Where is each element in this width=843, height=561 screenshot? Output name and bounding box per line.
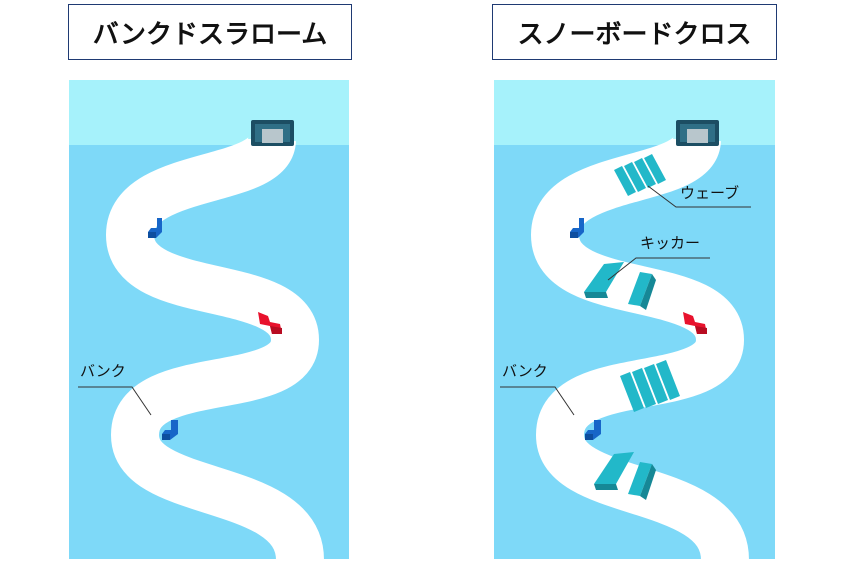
red-gate-icon [683,312,707,334]
blue-gate-icon [148,218,162,238]
title-banked-slalom: バンクドスラローム [68,4,352,60]
blue-gate-icon [570,218,584,238]
start-gate-icon [676,120,719,146]
wave-label: ウェーブ [680,184,739,202]
wave-feature-icon [620,360,680,412]
course-path [105,133,324,561]
sky-area [69,80,349,145]
wave-leader-line [647,185,751,208]
sky-area [494,80,775,145]
start-gate-icon [251,120,294,146]
kicker-leader-line [607,257,710,281]
wave-feature-icon [614,154,666,196]
bank-label: バンク [80,362,126,380]
bank-leader-line [500,386,575,416]
kicker-feature-icon [584,262,656,310]
title-snowboard-cross: スノーボードクロス [492,4,777,60]
bank-leader-line [78,386,152,416]
bank-label: バンク [502,362,548,380]
blue-gate-icon [162,420,178,440]
blue-gate-icon [585,420,601,440]
red-gate-icon [258,312,282,334]
kicker-label: キッカー [640,234,700,252]
kicker-feature-icon [594,452,656,500]
